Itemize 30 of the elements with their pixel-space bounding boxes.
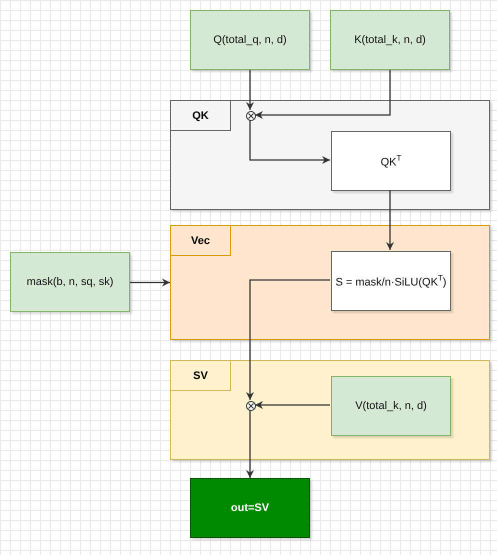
output-box	[190, 478, 310, 538]
node-label: QK$^{T}$	[380, 154, 402, 168]
group-panel	[170, 225, 490, 340]
input-box	[10, 252, 130, 312]
arrow	[246, 410, 254, 478]
node-label: Q(total_q, n, d)	[212, 34, 288, 46]
node-label: mask(b, n, sq, sk)	[26, 276, 114, 288]
group-panel	[170, 360, 490, 460]
arrow	[386, 190, 394, 250]
input-box	[190, 10, 310, 70]
input-box	[330, 10, 450, 70]
arrow	[255, 401, 330, 409]
arrow	[249, 120, 330, 164]
node-label: out=SV	[230, 502, 270, 514]
node-label: K(total_k, n, d)	[353, 34, 427, 46]
process-box	[331, 251, 451, 311]
group-panel	[170, 100, 490, 210]
input-box	[331, 376, 451, 436]
process-box	[331, 131, 451, 191]
arrow	[246, 279, 330, 400]
arrow	[130, 278, 170, 286]
node-label: S = mask/n·SiLU(QK$^{T}$)	[334, 274, 448, 288]
arrow	[255, 70, 391, 119]
node-label: V(total_k, n, d)	[354, 400, 428, 412]
group-tab-label: Vec	[171, 226, 231, 256]
multiply-circle-icon	[246, 111, 256, 121]
group-tab-label: QK	[171, 101, 231, 131]
group-tab-label: SV	[171, 361, 231, 391]
multiply-circle-icon	[246, 401, 256, 411]
arrow	[246, 70, 254, 110]
